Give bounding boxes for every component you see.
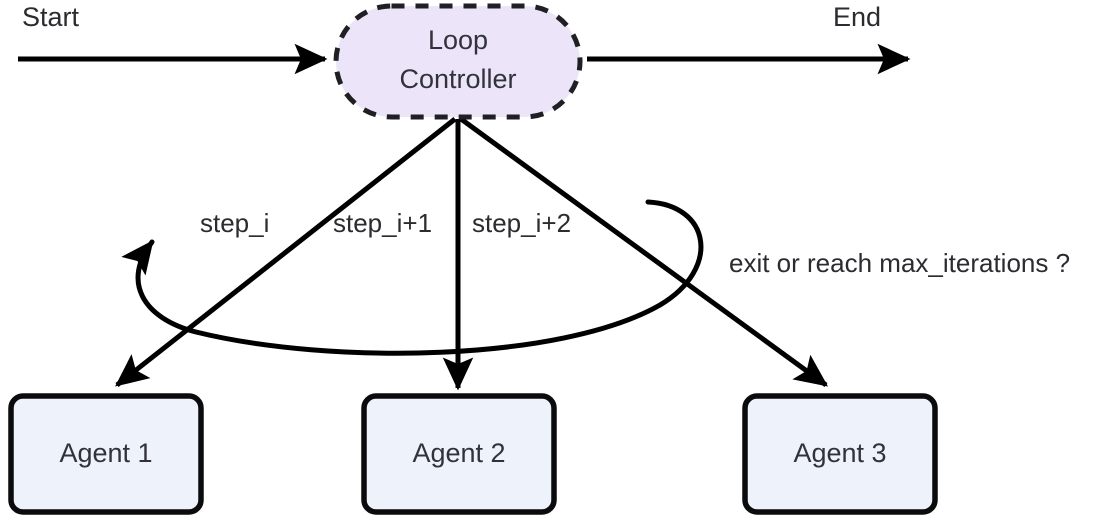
loop-controller-label-line1: Loop bbox=[428, 25, 488, 55]
edge-label-step-i: step_i bbox=[200, 208, 269, 238]
agent-3-label: Agent 3 bbox=[793, 438, 886, 468]
edge-controller-to-agent-3 bbox=[459, 116, 829, 388]
end-label: End bbox=[833, 2, 881, 32]
edge-label-step-i-plus-1: step_i+1 bbox=[333, 208, 432, 238]
node-agent-2[interactable] bbox=[361, 393, 557, 515]
agent-1-label: Agent 1 bbox=[59, 438, 152, 468]
edge-label-step-i-plus-2: step_i+2 bbox=[472, 208, 571, 238]
agent-2-label: Agent 2 bbox=[412, 438, 505, 468]
edge-label-loopback: exit or reach max_iterations ? bbox=[729, 248, 1070, 278]
node-loop-controller[interactable] bbox=[333, 3, 583, 120]
loop-controller-label-line2: Controller bbox=[399, 64, 516, 94]
edge-controller-to-agent-1 bbox=[115, 117, 457, 387]
node-agent-3[interactable] bbox=[742, 393, 938, 515]
edge-loopback bbox=[121, 199, 704, 356]
node-agent-1[interactable] bbox=[8, 393, 204, 515]
start-label: Start bbox=[22, 2, 80, 32]
